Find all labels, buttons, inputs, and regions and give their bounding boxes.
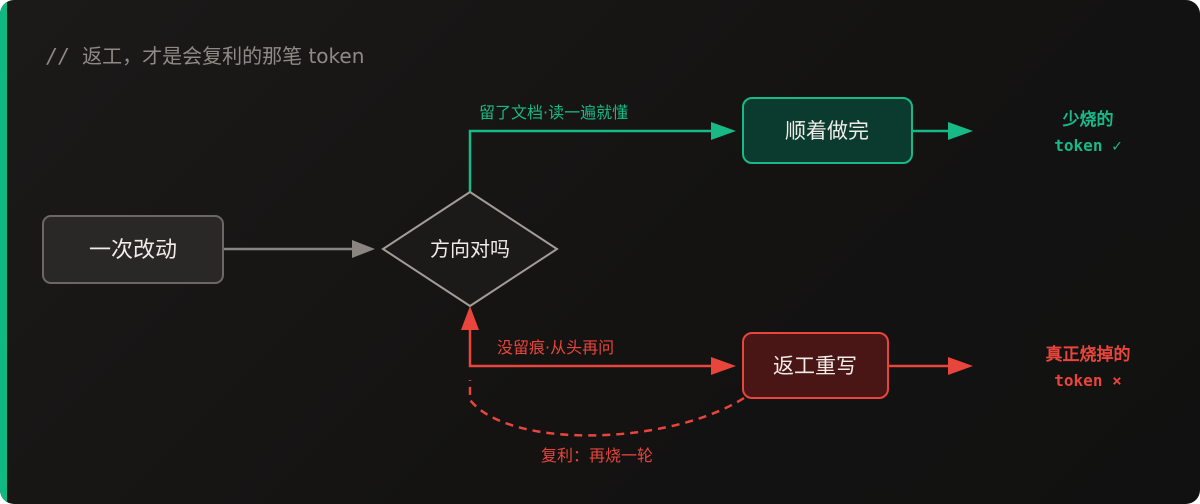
outcome-rework-line1: 真正烧掉的 — [1046, 344, 1131, 365]
arrowhead-start-to-decision — [352, 240, 375, 258]
node-decision-label: 方向对吗 — [430, 237, 510, 261]
title-text: 返工，才是会复利的那笔 token — [82, 44, 365, 68]
node-success-box — [742, 97, 913, 164]
arrowhead-success-to-outcome — [948, 122, 973, 140]
accent-bar — [0, 0, 7, 504]
edge-yes-label: 留了文档·读一遍就懂 — [479, 103, 628, 122]
outcome-success-line2: token ✓ — [1054, 136, 1121, 155]
edge-decision-to-rework — [468, 326, 715, 368]
outcome-rework-line2: token × — [1054, 371, 1121, 390]
node-success-label: 顺着做完 — [785, 119, 869, 143]
arrowhead-decision-to-rework — [711, 357, 736, 375]
edge-no-label: 没留痕·从头再问 — [497, 338, 614, 357]
node-rework-box — [742, 332, 889, 399]
node-start-label: 一次改动 — [89, 238, 177, 263]
title-comment-slashes: // — [46, 44, 71, 68]
arrowhead-into-decision — [461, 306, 479, 330]
node-rework-label: 返工重写 — [773, 354, 857, 378]
page-title: // 返工，才是会复利的那笔 token — [46, 40, 364, 69]
outcome-success-line1: 少烧的 — [1062, 109, 1114, 130]
edge-decision-to-success — [468, 129, 715, 192]
node-decision-diamond — [381, 190, 559, 308]
edge-rework-loop-back — [468, 380, 745, 437]
arrowhead-decision-to-success — [711, 122, 736, 140]
node-start-box — [42, 215, 224, 284]
edge-loop-label: 复利：再烧一轮 — [541, 446, 653, 465]
arrowhead-rework-to-outcome — [948, 357, 973, 375]
